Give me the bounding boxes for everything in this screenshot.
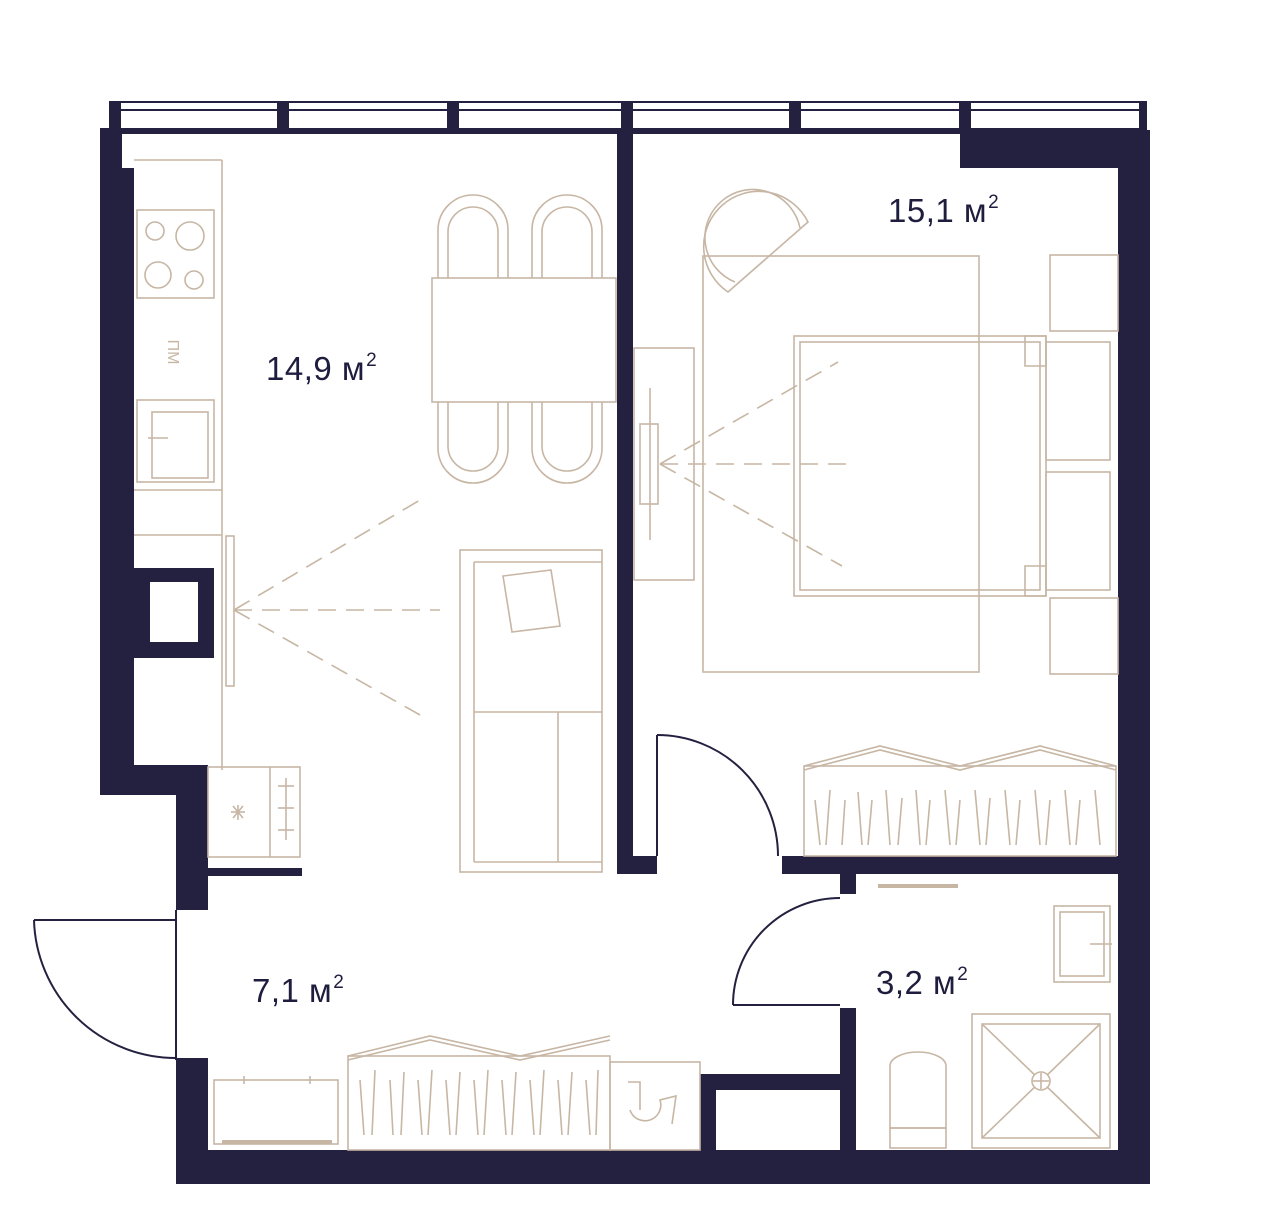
area-unit: м [933,964,957,1001]
bathroom-sink-icon [1053,905,1112,983]
sofa [459,549,603,873]
area-unit-power: 2 [957,964,969,985]
area-unit-power: 2 [333,972,345,993]
bedroom-wardrobe [803,745,1117,857]
area-label-bedroom: 15,1 м2 [888,192,999,230]
fridge-icon [207,766,301,858]
cooktop-icon [136,209,215,299]
area-value: 3,2 [876,964,924,1001]
hallway-wardrobe [347,1035,701,1151]
area-unit: м [963,192,988,229]
dishwasher-label: ПМ [164,340,181,365]
sink-icon [136,399,215,483]
area-value: 7,1 [252,972,300,1009]
toilet-icon [889,1051,947,1149]
area-unit-power: 2 [988,192,1000,213]
dining-table [431,194,617,484]
area-unit: м [341,350,366,387]
area-value: 15,1 [888,192,955,229]
kitchen-counter [134,159,223,770]
doors [33,734,841,1060]
walls [100,128,1150,1184]
shower-icon [971,1013,1111,1149]
area-label-kitchen-living: 14,9 м2 [266,350,377,388]
window-strip [109,101,1147,133]
armchair [702,188,809,294]
shoe-rack [213,1076,339,1145]
area-unit-power: 2 [366,350,378,371]
area-value: 14,9 [266,350,333,387]
area-unit: м [309,972,333,1009]
area-label-bathroom: 3,2 м2 [876,964,968,1002]
nightstands [1049,254,1119,675]
area-label-hallway: 7,1 м2 [252,972,344,1010]
furniture: ПМ [134,159,1119,1151]
bedroom-tv-icon [633,347,856,581]
tv-icon [225,499,440,716]
bed [793,335,1111,597]
washing-machine-icon [628,1081,677,1125]
